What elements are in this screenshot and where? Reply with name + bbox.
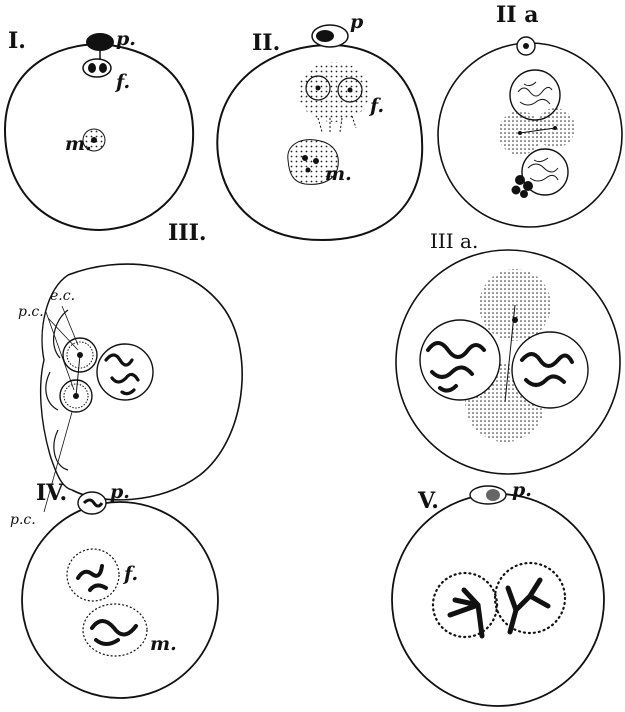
panel-II: II. p f. m. (217, 11, 422, 240)
female-pronucleus (67, 549, 119, 601)
panel-numeral: II a (496, 2, 539, 28)
female-pronucleus (298, 62, 370, 134)
nucleus-left (420, 320, 500, 400)
label-f: f. (114, 71, 130, 93)
label-m: m. (325, 163, 352, 185)
female-pronucleus (83, 59, 111, 77)
label-pc-bottom: p.c. (10, 512, 36, 528)
egg-outline (392, 494, 604, 706)
pronucleus-left (433, 573, 497, 637)
egg-outline (68, 264, 242, 500)
panel-IIa: II a (438, 2, 622, 227)
panel-numeral: IV. (36, 480, 67, 506)
panel-numeral: V. (417, 488, 439, 514)
label-ec: e.c. (50, 288, 75, 304)
panel-IV: IV. p. f. m. (22, 480, 218, 698)
pronucleus-right (495, 563, 565, 633)
polar-body (86, 33, 114, 51)
label-m: m. (65, 133, 92, 155)
panel-IIIa: III a. (396, 229, 620, 474)
nucleus-chromosomes (97, 344, 153, 400)
label-p: p. (512, 479, 532, 501)
label-pc-top: p.c. (18, 304, 44, 320)
label-f: f. (122, 563, 138, 585)
panel-numeral: I. (8, 28, 26, 54)
panel-I: I. p. f. m. (5, 28, 193, 230)
egg-outline (22, 502, 218, 698)
label-p: p (350, 11, 364, 33)
panel-V: V. p. (392, 479, 604, 706)
male-pronucleus (83, 604, 147, 656)
label-f: f. (368, 95, 384, 117)
nucleus-right (512, 332, 588, 408)
panel-numeral: III. (168, 220, 207, 246)
panel-numeral: III a. (430, 229, 478, 253)
label-p: p. (116, 28, 136, 50)
label-m: m. (150, 633, 177, 655)
panel-numeral: II. (252, 30, 280, 56)
label-p: p. (110, 481, 130, 503)
